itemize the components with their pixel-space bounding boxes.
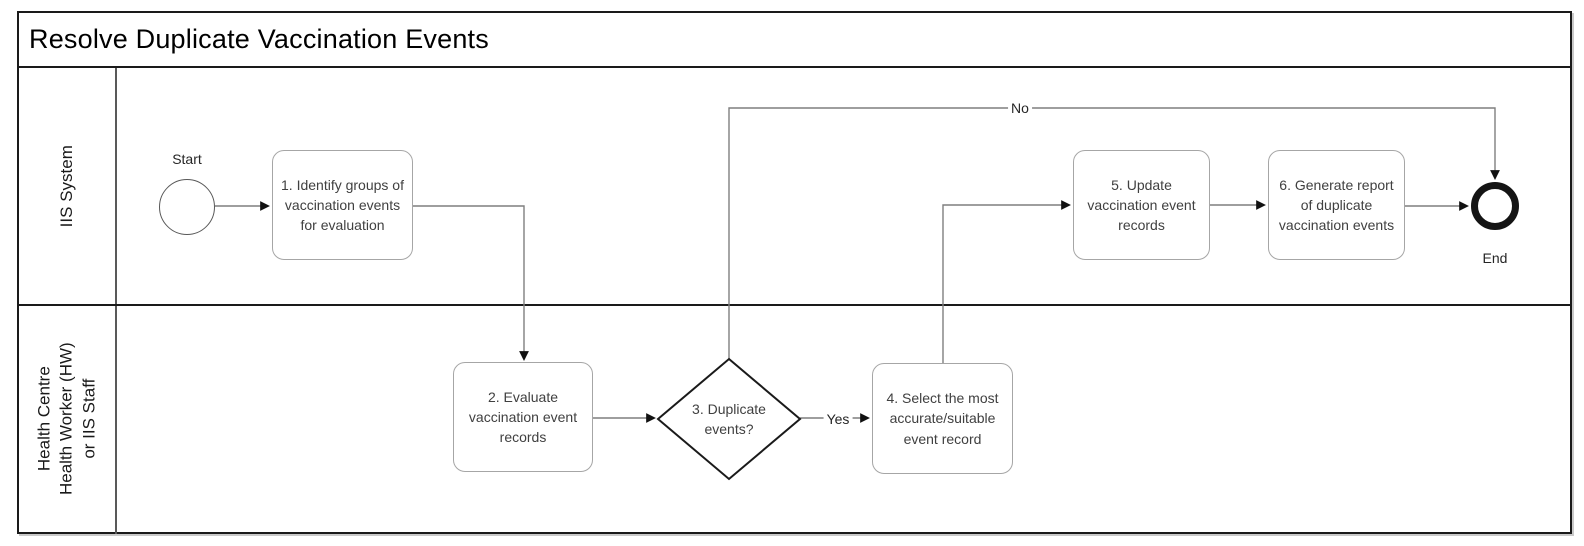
lane-label-column-divider [115,68,117,534]
task-2-evaluate-records: 2. Evaluate vaccination event records [453,362,593,472]
diagram-title: Resolve Duplicate Vaccination Events [29,24,489,54]
lane-health-centre-line1: Health Centre [34,366,54,472]
lane-divider [17,304,1572,306]
task-4-label: 4. Select the most accurate/suitable eve… [886,390,999,447]
edge-label-no: No [1008,100,1032,116]
lane-health-centre-line2: Health Worker (HW) [56,342,76,496]
pool-border [17,11,1572,534]
pool-title-band: Resolve Duplicate Vaccination Events [17,11,1572,68]
lane-health-centre: Health Centre Health Worker (HW) or IIS … [19,306,115,532]
gateway-3-duplicate-events: 3. Duplicate events? [666,392,792,446]
task-1-label: 1. Identify groups of vaccination events… [281,176,404,234]
lane-health-centre-label: Health Centre Health Worker (HW) or IIS … [33,343,100,496]
end-event-label: End [1482,250,1508,266]
task-1-identify-groups: 1. Identify groups of vaccination events… [272,150,413,260]
lane-health-centre-line3: or IIS Staff [79,378,99,460]
task-6-label: 6. Generate report of duplicate vaccinat… [1278,176,1395,234]
task-5-label: 5. Update vaccination event records [1087,176,1196,234]
start-event [159,179,215,235]
edge-label-yes: Yes [823,411,853,427]
task-5-update-records: 5. Update vaccination event records [1073,150,1210,260]
task-2-label: 2. Evaluate vaccination event records [468,388,578,446]
task-6-generate-report: 6. Generate report of duplicate vaccinat… [1268,150,1405,260]
lane-iis-system-label: IIS System [56,144,76,228]
lane-iis-system: IIS System [19,68,115,304]
gateway-3-label: 3. Duplicate events? [692,400,766,437]
end-event [1471,182,1519,230]
task-4-select-record: 4. Select the most accurate/suitable eve… [872,363,1013,474]
start-event-label: Start [172,151,202,167]
